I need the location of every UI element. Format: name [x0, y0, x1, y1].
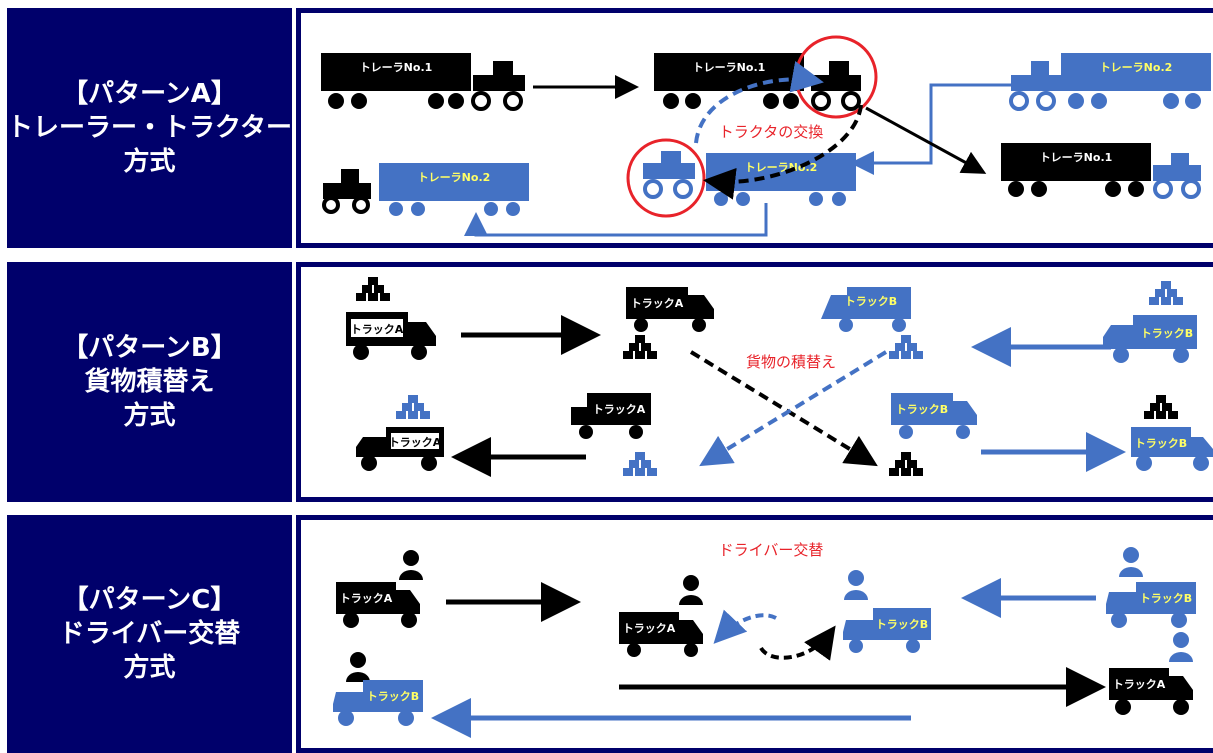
svg-text:トレーラNo.1: トレーラNo.1: [693, 61, 766, 74]
driver-icon: [1173, 632, 1189, 648]
svg-text:トラックB: トラックB: [896, 403, 948, 416]
driver-icon: [848, 570, 864, 586]
tractor-exchange-label: トラクタの交換: [719, 123, 823, 141]
trailer-no2-middle: トレーラNo.2: [643, 151, 856, 206]
svg-text:トラックA: トラックA: [1113, 678, 1166, 691]
pattern-c-name: ドライバー交替: [58, 619, 241, 649]
tractor-icon: [323, 169, 371, 199]
driver-icon: [350, 652, 366, 668]
pattern-a-name: トレーラー・トラクター: [7, 113, 292, 143]
pattern-c-row: 【パターンC】 ドライバー交替 方式 トラックA: [7, 515, 1213, 753]
swap-arrow-black: [759, 625, 836, 661]
trailer-no2-right: トレーラNo.2: [1009, 53, 1211, 111]
transfer-arrow-black: [689, 350, 878, 467]
pattern-b-name: 貨物積替え: [84, 367, 215, 397]
truck-a-label: トラックA: [351, 323, 404, 336]
trailer-no1-end: トレーラNo.1: [1001, 143, 1201, 199]
svg-text:トラックB: トラックB: [1141, 327, 1193, 340]
pattern-c-label: 【パターンC】 ドライバー交替 方式: [7, 515, 292, 753]
arrow-return-blue: [464, 203, 768, 237]
svg-text:トラックA: トラックA: [389, 436, 442, 449]
tractor-icon: [1011, 61, 1063, 91]
pattern-c-diagram: トラックA ドライバー交替 トラックA: [333, 541, 1196, 738]
pattern-a-suffix: 方式: [123, 147, 176, 177]
truck-b-middle: トラックB: [843, 570, 931, 653]
pattern-c-suffix: 方式: [123, 653, 176, 683]
tractor-icon: [1153, 153, 1201, 181]
truck-b-loaded-right: トラックB: [1103, 281, 1197, 363]
svg-text:トラックB: トラックB: [845, 295, 897, 308]
svg-text:トラックB: トラックB: [1135, 437, 1187, 450]
pattern-a-row: 【パターンA】 トレーラー・トラクター 方式 トレーラNo.1: [7, 8, 1213, 248]
svg-text:トラックA: トラックA: [593, 403, 646, 416]
pattern-a-panel: トレーラNo.1 トレーラNo.1: [296, 8, 1213, 248]
trailer-no2-end: トレーラNo.2: [322, 163, 529, 216]
transfer-arrow-blue: [699, 350, 888, 467]
swap-arrow-blue: [694, 61, 824, 144]
pattern-a-label: 【パターンA】 トレーラー・トラクター 方式: [7, 8, 292, 248]
swap-arrow-black: [703, 104, 863, 200]
truck-a-loaded: トラックA: [346, 277, 436, 360]
cargo-transfer-label: 貨物の積替え: [746, 353, 836, 371]
arrow-down-right: [865, 106, 987, 174]
svg-text:トラックA: トラックA: [623, 622, 676, 635]
pattern-b-label: 【パターンB】 貨物積替え 方式: [7, 262, 292, 502]
svg-text:トラックB: トラックB: [1140, 592, 1192, 605]
svg-text:トレーラNo.2: トレーラNo.2: [418, 171, 491, 184]
pattern-b-title: 【パターンB】: [62, 333, 237, 363]
tractor-icon: [473, 61, 525, 91]
truck-b-end: トラックB: [1131, 395, 1213, 471]
driver-icon: [683, 575, 699, 591]
driver-change-label: ドライバー交替: [719, 541, 824, 559]
pattern-c-panel: トラックA ドライバー交替 トラックA: [296, 515, 1213, 753]
pattern-b-panel: トラックA トラックA トラックB: [296, 262, 1213, 502]
svg-text:トラックB: トラックB: [876, 618, 928, 631]
truck-a-receiving: トラックA: [571, 393, 657, 476]
truck-a-end: トラックA: [1109, 632, 1193, 715]
svg-text:トレーラNo.2: トレーラNo.2: [745, 161, 818, 174]
svg-text:トレーラNo.2: トレーラNo.2: [1100, 61, 1173, 74]
truck-a-label: トラックA: [340, 592, 393, 605]
svg-text:トラックA: トラックA: [631, 297, 684, 310]
arrow-left-blue: [850, 83, 1011, 175]
tractor-icon: [643, 151, 695, 179]
driver-icon: [1123, 547, 1139, 563]
truck-a-driver-start: トラックA: [336, 550, 423, 628]
truck-b-receiving: トラックB: [889, 393, 977, 476]
pattern-b-row: 【パターンB】 貨物積替え 方式: [7, 262, 1213, 502]
svg-text:トレーラNo.1: トレーラNo.1: [1040, 151, 1113, 164]
trailer-label: トレーラNo.1: [360, 61, 433, 74]
truck-b-end: トラックB: [333, 652, 423, 726]
truck-a-unloading: トラックA: [623, 287, 714, 359]
truck-b-driver-start: トラックB: [1106, 547, 1196, 628]
truck-b-unloading: トラックB: [821, 287, 923, 359]
tractor-icon: [811, 61, 861, 91]
pattern-b-suffix: 方式: [123, 401, 176, 431]
truck-a-end: トラックA: [356, 395, 444, 471]
trailer-no1-start: トレーラNo.1: [321, 53, 525, 111]
driver-icon: [403, 550, 419, 566]
svg-text:トラックB: トラックB: [367, 690, 419, 703]
pattern-a-title: 【パターンA】: [62, 79, 237, 109]
truck-a-middle: トラックA: [619, 575, 703, 657]
pattern-b-diagram: トラックA トラックA トラックB: [346, 277, 1213, 477]
pattern-c-title: 【パターンC】: [62, 585, 237, 615]
pattern-a-diagram: トレーラNo.1 トレーラNo.1: [321, 35, 1211, 237]
swap-arrow-blue: [713, 609, 777, 644]
trailer-no1-middle: トレーラNo.1: [654, 53, 861, 111]
